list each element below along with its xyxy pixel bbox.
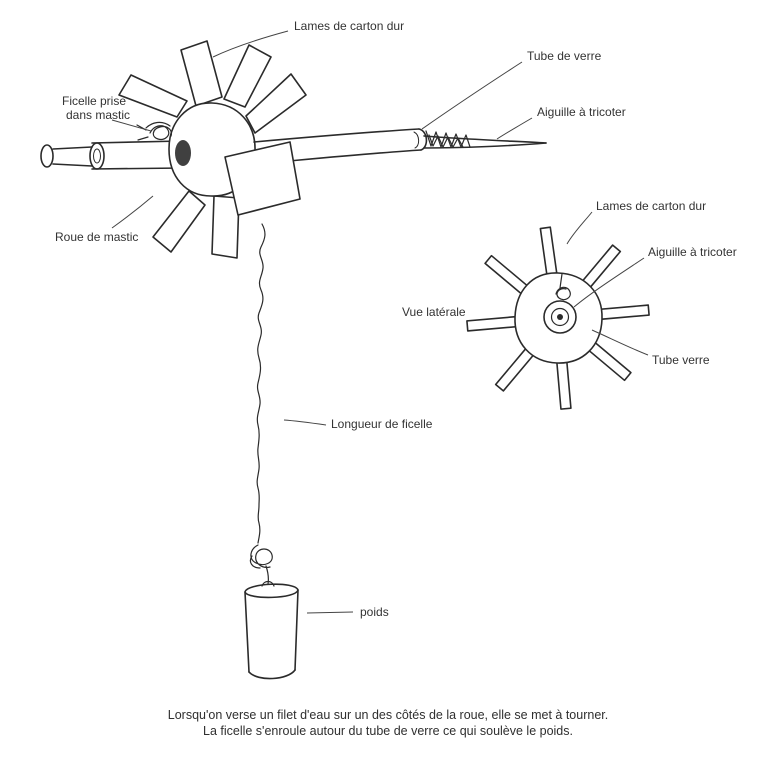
left-tube-bore [93,148,101,164]
left-tube-end [89,142,105,170]
string-knot-bottom [249,544,273,585]
label-knitting-needle: Aiguille à tricoter [537,105,626,119]
blade [597,304,650,321]
knitting-needle [423,130,547,149]
needle-hatching [425,130,471,148]
leader-string-length [283,419,327,426]
caption-line-2: La ficelle s'enroule autour du tube de v… [203,724,573,738]
tube-end-cap [418,128,428,151]
needle-top [423,135,547,144]
blade [245,73,307,134]
blade [152,190,206,253]
needle-hatching-2 [428,134,464,148]
side-view [466,226,650,410]
string [256,223,266,544]
knot-loops [250,544,273,568]
label-blades-side: Lames de carton dur [596,199,706,213]
knot-tail [249,555,269,585]
needle-left-bottom-line [52,163,93,167]
left-tube-bottom [91,167,185,170]
tube-hole-shadow [175,140,191,166]
leader-blades-side [566,211,593,245]
weight-top [244,583,299,599]
tube-top [253,128,420,143]
label-needle-side: Aiguille à tricoter [648,245,737,259]
blade-front [224,141,301,216]
label-string-length: Longueur de ficelle [331,417,433,431]
blade [211,195,240,259]
string-knot-scribble [149,125,172,141]
weight-nub [261,580,275,587]
needle-left-top-line [52,146,93,150]
label-blades-main: Lames de carton dur [294,19,404,33]
blade [466,315,519,332]
tube-end-inner [413,131,420,149]
label-string-in-mastic-1: Ficelle prise [62,94,126,108]
needle-bottom [423,142,547,149]
leader-needle-side [573,257,645,308]
weight-right [294,589,299,671]
leader-weight [306,611,354,614]
needle-left-end [40,144,93,168]
leader-string-mastic [111,119,152,132]
weight-left [244,591,250,673]
leader-glass-tube [421,61,523,130]
label-mastic-wheel: Roue de mastic [55,230,138,244]
blade [223,44,272,108]
side-view-tube-inner [550,307,570,327]
leader-mastic-wheel [111,195,154,229]
blade [118,74,188,118]
left-tube-top [91,140,183,144]
label-string-in-mastic-2: dans mastic [66,108,130,122]
leader-needle [496,117,533,140]
label-side-view: Vue latérale [402,305,466,319]
blade [539,226,559,279]
left-tube [89,140,185,170]
leader-blades-main [212,30,289,58]
side-view-tube-outer [543,300,577,334]
weight-bottom [248,669,296,680]
label-tube-side: Tube verre [652,353,710,367]
blade [180,40,223,107]
side-view-needle-dot [557,314,563,320]
weight [244,580,299,680]
caption-line-1: Lorsqu'on verse un filet d'eau sur un de… [168,708,608,722]
blade [555,357,572,410]
leader-tube-side [591,329,649,356]
needle-knob [40,144,54,168]
label-glass-tube: Tube de verre [527,49,602,63]
side-view-knot-scribble [555,273,571,301]
wheel-blades-back [118,40,307,259]
leader-lines [111,30,649,614]
label-weight: poids [360,605,389,619]
